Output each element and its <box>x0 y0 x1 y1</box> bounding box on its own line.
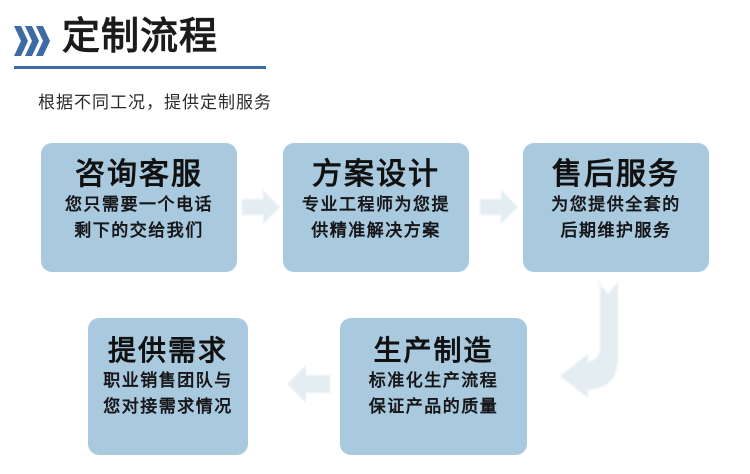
chevron-right-icon <box>14 26 28 56</box>
flow-step-line-1: 专业工程师为您提 <box>302 195 450 214</box>
flow-step-line-2: 您对接需求情况 <box>103 397 233 416</box>
chevron-right-icon <box>36 26 50 56</box>
arrow-u-turn-down-left-icon <box>556 280 674 400</box>
flow-step-line-1: 标准化生产流程 <box>368 371 499 390</box>
flow-step-title: 生产制造 <box>373 335 494 366</box>
flow-step-card-5[interactable]: 生产制造 标准化生产流程 保证产品的质量 <box>340 318 527 455</box>
flow-step-card-4[interactable]: 提供需求 职业销售团队与 您对接需求情况 <box>88 318 248 455</box>
flow-step-line-1: 为您提供全套的 <box>551 195 681 214</box>
page-subtitle: 根据不同工况，提供定制服务 <box>38 93 272 112</box>
flow-step-title: 售后服务 <box>552 158 680 191</box>
arrow-right-icon <box>240 186 282 228</box>
flow-step-line-1: 您只需要一个电话 <box>65 195 213 214</box>
flow-step-card-2[interactable]: 方案设计 专业工程师为您提 供精准解决方案 <box>283 143 469 272</box>
arrow-right-icon <box>478 186 520 228</box>
flow-step-title: 咨询客服 <box>75 158 203 191</box>
flow-step-line-2: 供精准解决方案 <box>311 221 441 240</box>
page-header: 定制流程 根据不同工况，提供定制服务 <box>0 0 750 112</box>
flow-step-line-2: 保证产品的质量 <box>368 397 499 416</box>
flow-step-title: 提供需求 <box>107 335 228 366</box>
title-underline-divider <box>14 66 266 69</box>
chevron-right-icon <box>25 26 39 56</box>
flow-step-line-1: 职业销售团队与 <box>103 371 233 390</box>
flow-step-card-1[interactable]: 咨询客服 您只需要一个电话 剩下的交给我们 <box>41 143 237 272</box>
flow-step-line-2: 后期维护服务 <box>560 221 672 240</box>
flow-step-title: 方案设计 <box>312 158 440 191</box>
flow-step-line-2: 剩下的交给我们 <box>74 221 204 240</box>
arrow-left-icon <box>284 360 332 408</box>
flow-step-card-3[interactable]: 售后服务 为您提供全套的 后期维护服务 <box>523 143 709 272</box>
triple-chevron-icon <box>14 26 60 56</box>
page-title: 定制流程 <box>62 16 219 58</box>
